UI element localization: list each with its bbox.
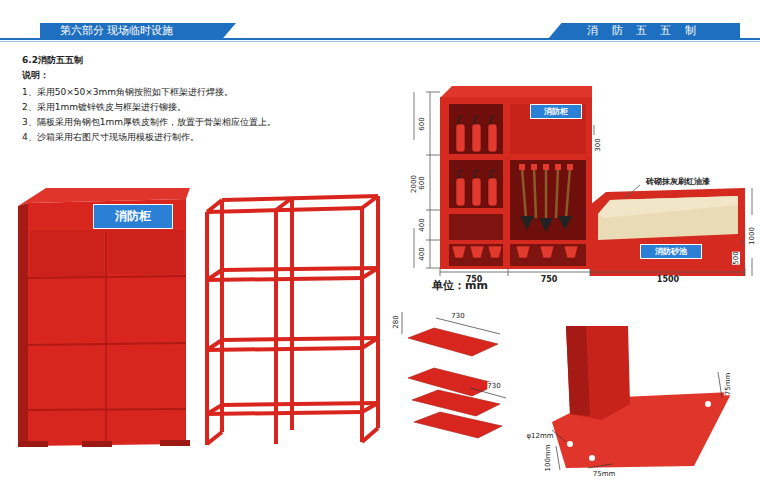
- dimension: 1500: [657, 275, 679, 284]
- node-text: 消防柜: [544, 107, 568, 117]
- frame-drawing: [207, 196, 378, 445]
- note-line: 1、采用50×50×3mm角钢按照如下框架进行焊接。: [22, 87, 233, 97]
- dimension: 75mm: [593, 470, 616, 478]
- note-heading: 说明：: [22, 70, 49, 80]
- dimension: 600: [418, 117, 426, 130]
- node-text: 消防砂池: [655, 247, 687, 257]
- node-text: 消防柜: [115, 209, 151, 223]
- dimension: 100mm: [544, 445, 552, 472]
- cabinet-sign: 消防柜: [93, 204, 173, 229]
- shelf-plates: [408, 328, 502, 438]
- section-title: 6.2消防五五制: [22, 55, 83, 65]
- unit-note: 单位：mm: [432, 280, 488, 293]
- header-band: 第六部分 现场临时设施: [40, 23, 236, 39]
- dimension-lines: [402, 312, 506, 398]
- dimension: 2000: [410, 175, 418, 193]
- dimension: 730: [451, 312, 464, 320]
- dimension: 500: [732, 251, 740, 264]
- note-line: 4、沙箱采用右图尺寸现场用模板进行制作。: [22, 132, 199, 142]
- node-text: 第六部分 现场临时设施: [60, 24, 174, 37]
- dimension: 75mm: [724, 373, 732, 396]
- dimension: 400: [418, 218, 426, 231]
- dimension: 730: [487, 382, 500, 390]
- cabinet-photo: [440, 86, 592, 269]
- header-band: 消 防 五 五 制: [548, 23, 740, 39]
- sand-box-photo: [590, 188, 745, 276]
- dimension: 600: [418, 176, 426, 189]
- dimension: 300: [594, 138, 602, 151]
- dimension: 1000: [748, 227, 756, 245]
- dimension-lines: [414, 92, 752, 276]
- sand-box-sign: 消防砂池: [640, 244, 702, 259]
- callout-note: 砖砌抹灰刷红油漆: [646, 177, 710, 186]
- dimension: 400: [418, 247, 426, 260]
- cabinet-drawing: [18, 188, 190, 447]
- dimension: 750: [541, 275, 558, 284]
- cabinet-sign: 消防柜: [530, 104, 582, 119]
- node-text: 消 防 五 五 制: [587, 24, 701, 37]
- foot-plate-detail: [552, 326, 732, 470]
- dimension: φ12mm: [526, 432, 553, 440]
- header-rule: [0, 41, 760, 42]
- note-line: 3、隔板采用角钢包1mm厚铁皮制作，放置于骨架相应位置上。: [22, 117, 276, 127]
- dimension: 280: [392, 315, 400, 328]
- note-line: 2、采用1mm镀锌铁皮与框架进行铆接。: [22, 102, 186, 112]
